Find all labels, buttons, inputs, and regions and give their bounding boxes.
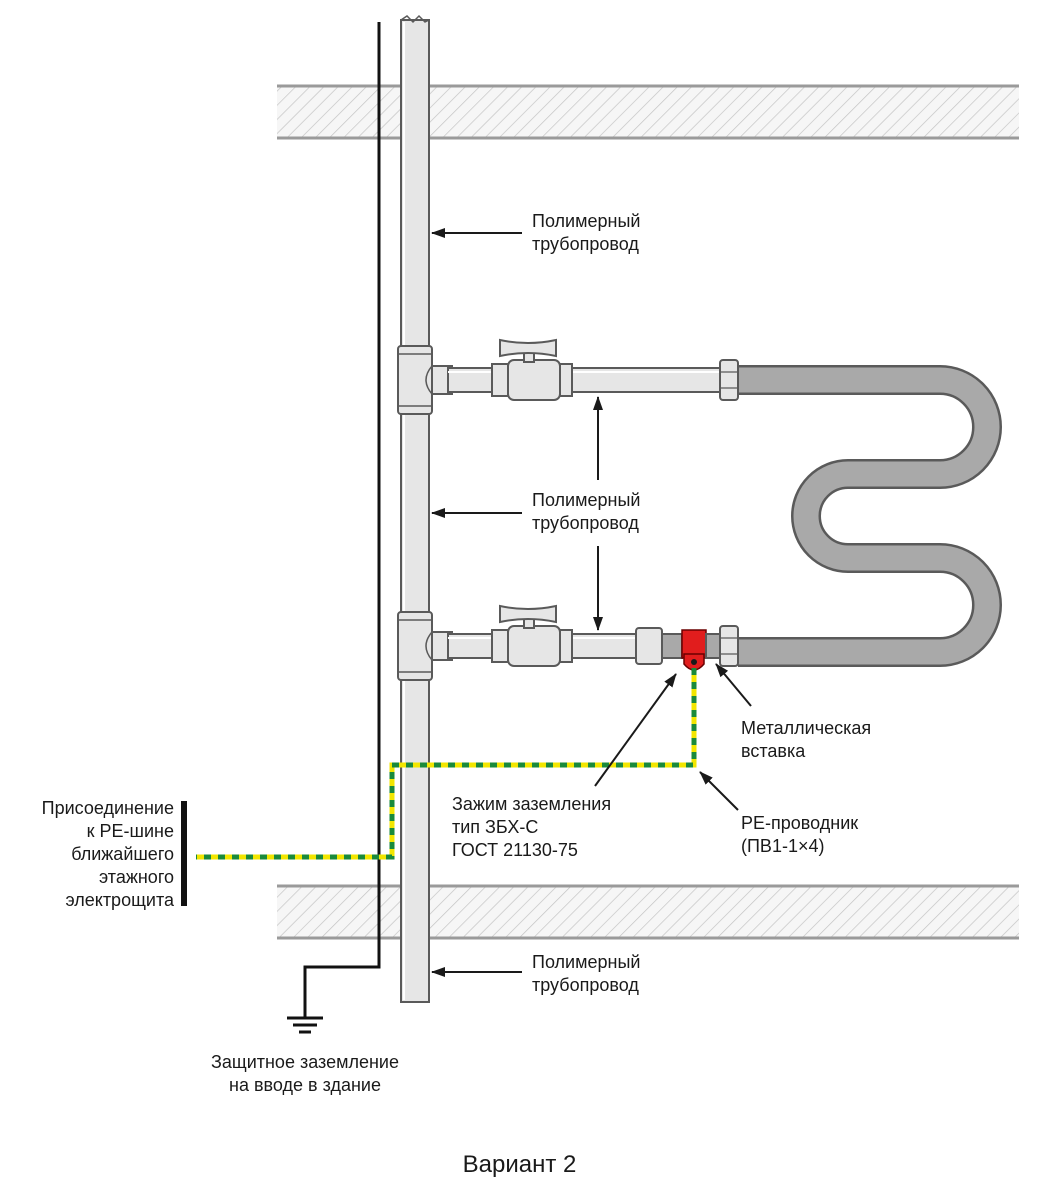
riser-pipe bbox=[400, 14, 430, 1003]
lower-branch bbox=[397, 604, 739, 681]
leader-arrows bbox=[431, 228, 752, 977]
diagram-caption: Вариант 2 bbox=[462, 1151, 577, 1178]
pe-conductor bbox=[196, 668, 697, 860]
grounding-wire bbox=[287, 22, 381, 1034]
upper-floor-slab bbox=[277, 84, 1019, 140]
upper-branch bbox=[397, 338, 739, 415]
lower-floor-slab bbox=[277, 884, 1019, 940]
label-pe-conductor: PE-проводник(ПВ1-1×4) bbox=[741, 813, 859, 856]
heated-towel-rail bbox=[738, 365, 1002, 667]
